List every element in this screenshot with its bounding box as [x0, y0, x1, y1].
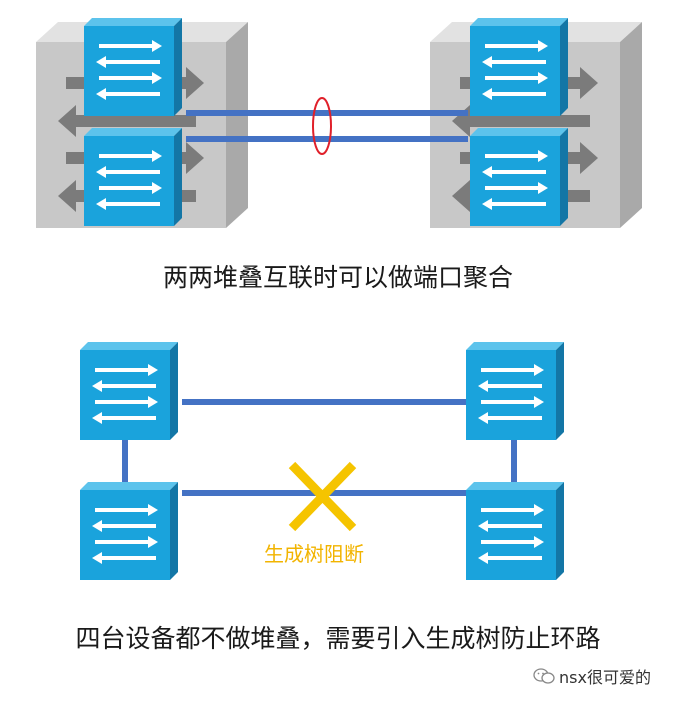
- stp-block-cross-icon: [288, 461, 357, 532]
- switch-icon-bottom-bottom-right: [464, 480, 566, 582]
- switch-icon-top-right-lower: [468, 126, 570, 228]
- switch-icon-top-left-lower: [82, 126, 184, 228]
- switch-icon-bottom-top-right: [464, 340, 566, 442]
- stp-blocked-label: 生成树阻断: [264, 542, 364, 566]
- wechat-logo-icon: [533, 668, 555, 684]
- watermark-text: nsx很可爱的: [559, 668, 651, 687]
- top-caption: 两两堆叠互联时可以做端口聚合: [162, 263, 513, 292]
- switch-icon-top-left-upper: [82, 16, 184, 118]
- switch-icon-bottom-top-left: [78, 340, 180, 442]
- lag-marker-ellipse: [312, 97, 332, 155]
- switch-icon-top-right-upper: [468, 16, 570, 118]
- switch-icon-bottom-bottom-left: [78, 480, 180, 582]
- watermark: nsx很可爱的: [533, 664, 651, 688]
- bottom-caption: 四台设备都不做堆叠，需要引入生成树防止环路: [75, 624, 601, 653]
